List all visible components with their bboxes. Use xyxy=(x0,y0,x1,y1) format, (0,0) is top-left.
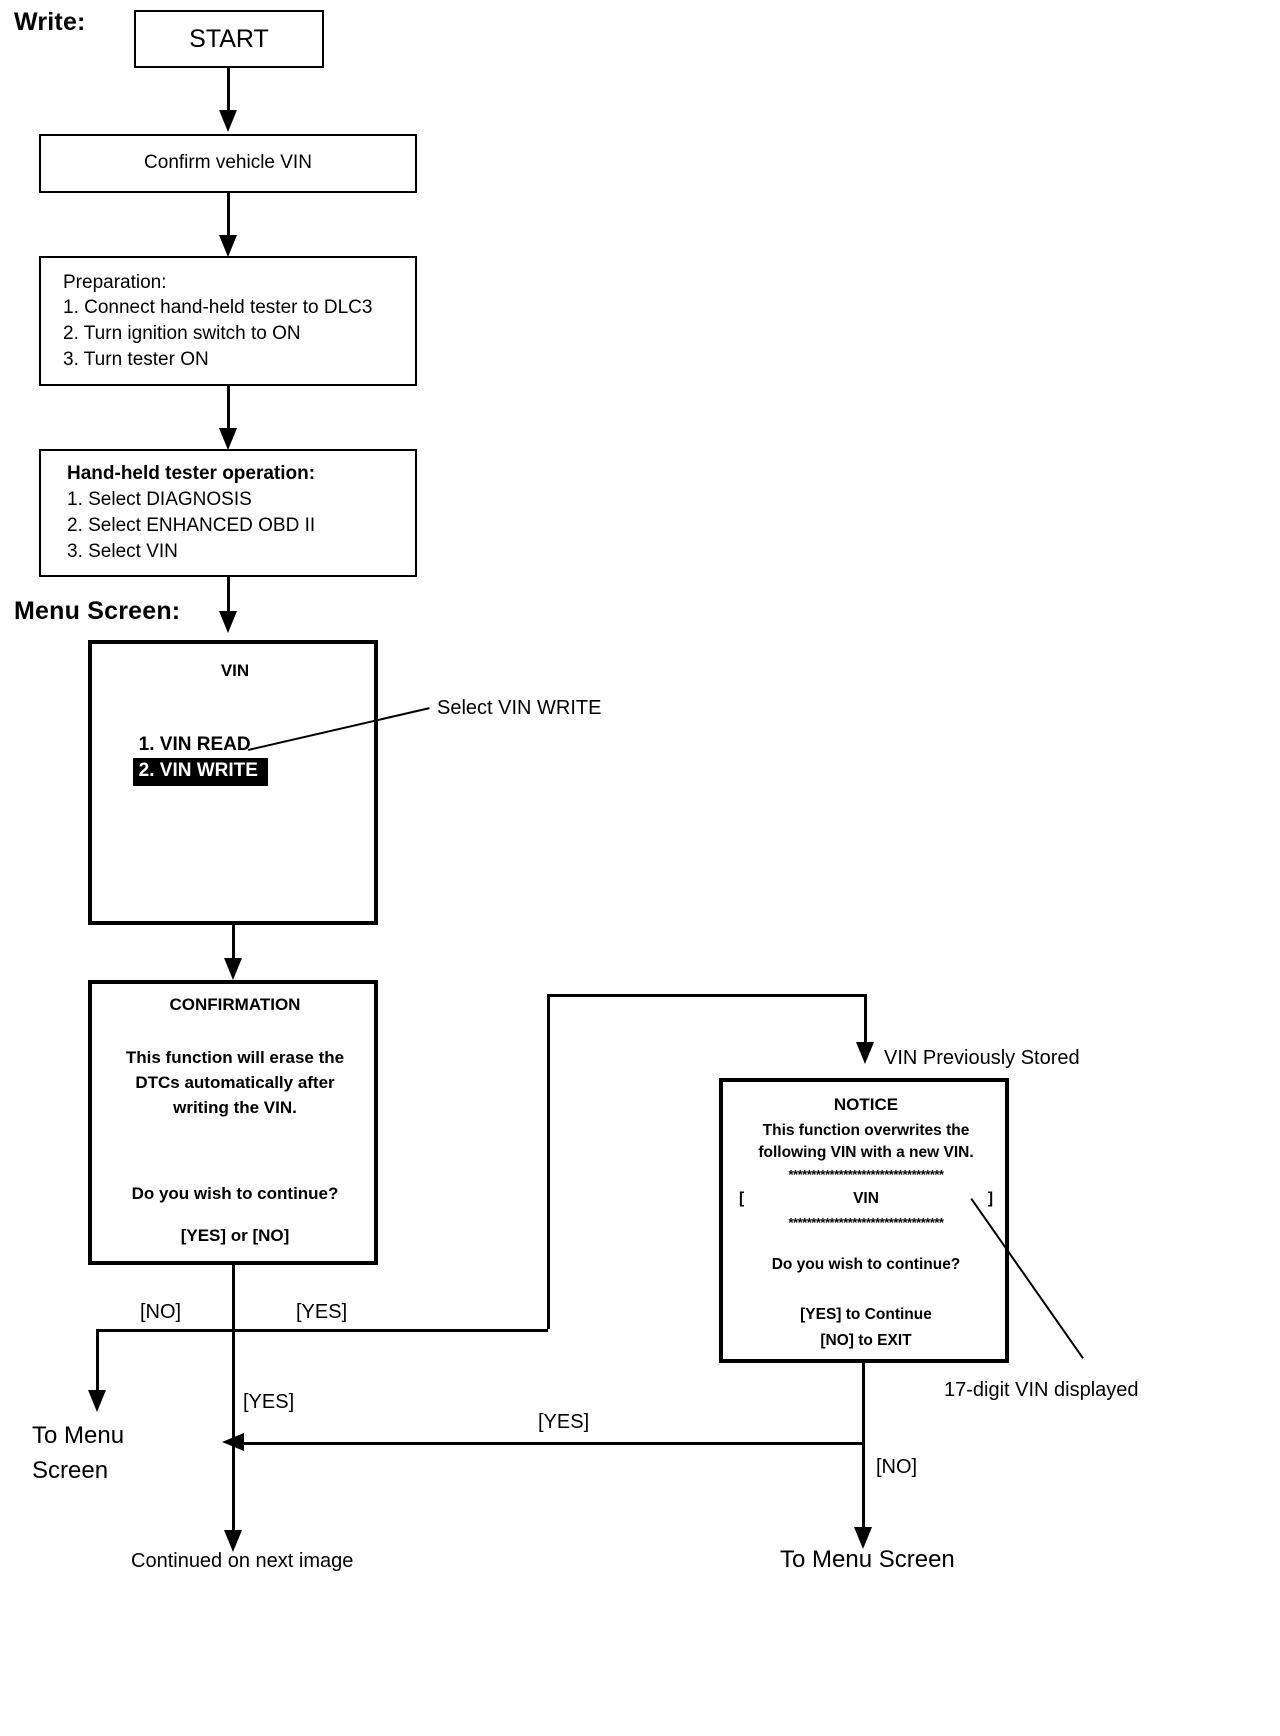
callout-17-digit-vin: 17-digit VIN displayed xyxy=(944,1379,1139,1401)
screen-notice-body-line-1: This function overwrites the xyxy=(762,1122,970,1139)
node-start-label: START xyxy=(189,25,269,53)
node-tester-operation: Hand-held tester operation: 1. Select DI… xyxy=(39,449,417,577)
terminal-continued-on-next-image: Continued on next image xyxy=(131,1550,354,1572)
node-tester-operation-step-3: 3. Select VIN xyxy=(67,541,178,562)
node-confirm-vehicle-vin: Confirm vehicle VIN xyxy=(39,134,417,193)
connector-vin-menu-to-confirmation xyxy=(232,925,235,967)
node-preparation-step-3: 3. Turn tester ON xyxy=(63,349,209,370)
menu-item-vin-write-label: 2. VIN WRITE xyxy=(132,758,268,786)
screen-confirmation-body-line-1: This function will erase the xyxy=(125,1048,345,1067)
connector-confirm-to-preparation xyxy=(227,193,230,245)
arrowhead-confirm-to-preparation xyxy=(219,235,237,257)
screen-notice-title: NOTICE xyxy=(833,1095,899,1114)
screen-confirmation-question: Do you wish to continue? xyxy=(131,1184,339,1203)
arrowhead-vin-menu-to-confirmation xyxy=(224,958,242,980)
arrowhead-notice-no-to-menu xyxy=(854,1527,872,1549)
screen-notice-option-yes: [YES] to Continue xyxy=(800,1306,932,1323)
connector-confirmation-bottom-stub xyxy=(232,1263,235,1329)
connector-preparation-to-tester xyxy=(227,386,230,438)
node-tester-operation-step-2: 2. Select ENHANCED OBD II xyxy=(67,515,316,536)
connector-tester-to-vin-menu xyxy=(227,577,230,619)
node-start: START xyxy=(134,10,324,68)
node-preparation-step-1: 1. Connect hand-held tester to DLC3 xyxy=(63,297,373,318)
screen-notice-question: Do you wish to continue? xyxy=(771,1256,961,1273)
edge-label-yes-down: [YES] xyxy=(243,1391,295,1413)
callout-select-vin-write: Select VIN WRITE xyxy=(437,697,602,719)
connector-bottom-bus xyxy=(96,1329,548,1332)
screen-notice-vin-row: [ VIN ] xyxy=(723,1188,1009,1290)
screen-notice-vin-close-bracket: ] xyxy=(987,1190,993,1207)
screen-confirmation[interactable]: CONFIRMATION This function will erase th… xyxy=(88,980,378,1265)
edge-label-yes-from-notice: [YES] xyxy=(538,1411,590,1433)
screen-vin-menu-title: VIN xyxy=(220,661,250,680)
connector-notice-yes-horizontal xyxy=(244,1442,864,1445)
screen-notice-separator-bottom: ********************************** xyxy=(788,1215,944,1230)
section-label-menu-screen: Menu Screen: xyxy=(14,597,181,625)
node-tester-operation-step-1: 1. Select DIAGNOSIS xyxy=(67,489,252,510)
connector-yes-to-notice-right-vertical xyxy=(864,994,867,1046)
arrowhead-to-notice xyxy=(856,1042,874,1064)
arrowhead-no-to-menu-screen xyxy=(88,1390,106,1412)
connector-start-to-confirm xyxy=(227,68,230,120)
screen-vin-menu[interactable]: VIN 1. VIN READ 2. VIN WRITE xyxy=(88,640,378,925)
node-preparation-title: Preparation: xyxy=(63,272,167,293)
connector-yes-to-notice-horizontal xyxy=(547,994,867,997)
terminal-to-menu-screen-left-line-2: Screen xyxy=(32,1457,109,1484)
screen-notice-vin-value: VIN xyxy=(853,1190,879,1207)
connector-no-branch-vertical xyxy=(96,1329,99,1401)
screen-notice-body-line-2: following VIN with a new VIN. xyxy=(758,1144,974,1161)
edge-label-no-from-confirmation: [NO] xyxy=(140,1301,182,1323)
arrowhead-notice-yes-to-menu xyxy=(222,1433,244,1451)
connector-notice-bottom-stub xyxy=(862,1361,865,1470)
arrowhead-continued xyxy=(224,1530,242,1552)
edge-label-no-from-notice: [NO] xyxy=(876,1456,918,1478)
node-preparation-step-2: 2. Turn ignition switch to ON xyxy=(63,323,301,344)
node-confirm-vehicle-vin-label: Confirm vehicle VIN xyxy=(144,152,312,174)
node-preparation: Preparation: 1. Connect hand-held tester… xyxy=(39,256,417,386)
screen-notice-vin-open-bracket: [ xyxy=(739,1190,745,1207)
arrowhead-tester-to-vin-menu xyxy=(219,611,237,633)
screen-confirmation-options: [YES] or [NO] xyxy=(180,1226,290,1245)
screen-notice-option-no: [NO] to EXIT xyxy=(820,1332,912,1349)
terminal-to-menu-screen-left-line-1: To Menu xyxy=(32,1422,125,1449)
terminal-to-menu-screen-right: To Menu Screen xyxy=(780,1546,955,1573)
menu-item-vin-read[interactable]: 1. VIN READ xyxy=(106,712,261,780)
screen-confirmation-body-line-2: DTCs automatically after xyxy=(135,1073,335,1092)
arrowhead-start-to-confirm xyxy=(219,110,237,132)
menu-item-vin-read-label: 1. VIN READ xyxy=(138,734,251,756)
callout-vin-previously-stored: VIN Previously Stored xyxy=(884,1047,1080,1069)
arrowhead-preparation-to-tester xyxy=(219,428,237,450)
node-tester-operation-title: Hand-held tester operation: xyxy=(67,463,316,484)
screen-confirmation-title: CONFIRMATION xyxy=(169,995,301,1014)
section-label-write: Write: xyxy=(14,8,86,36)
connector-yes-to-notice-left-vertical xyxy=(547,994,550,1329)
edge-label-yes-from-confirmation: [YES] xyxy=(296,1301,348,1323)
menu-item-vin-write[interactable]: 2. VIN WRITE xyxy=(106,738,268,806)
screen-notice-separator-top: ********************************** xyxy=(788,1167,944,1182)
connector-notice-no-vertical xyxy=(862,1442,865,1538)
screen-notice[interactable]: NOTICE This function overwrites the foll… xyxy=(719,1078,1009,1363)
screen-confirmation-body-line-3: writing the VIN. xyxy=(173,1098,297,1117)
